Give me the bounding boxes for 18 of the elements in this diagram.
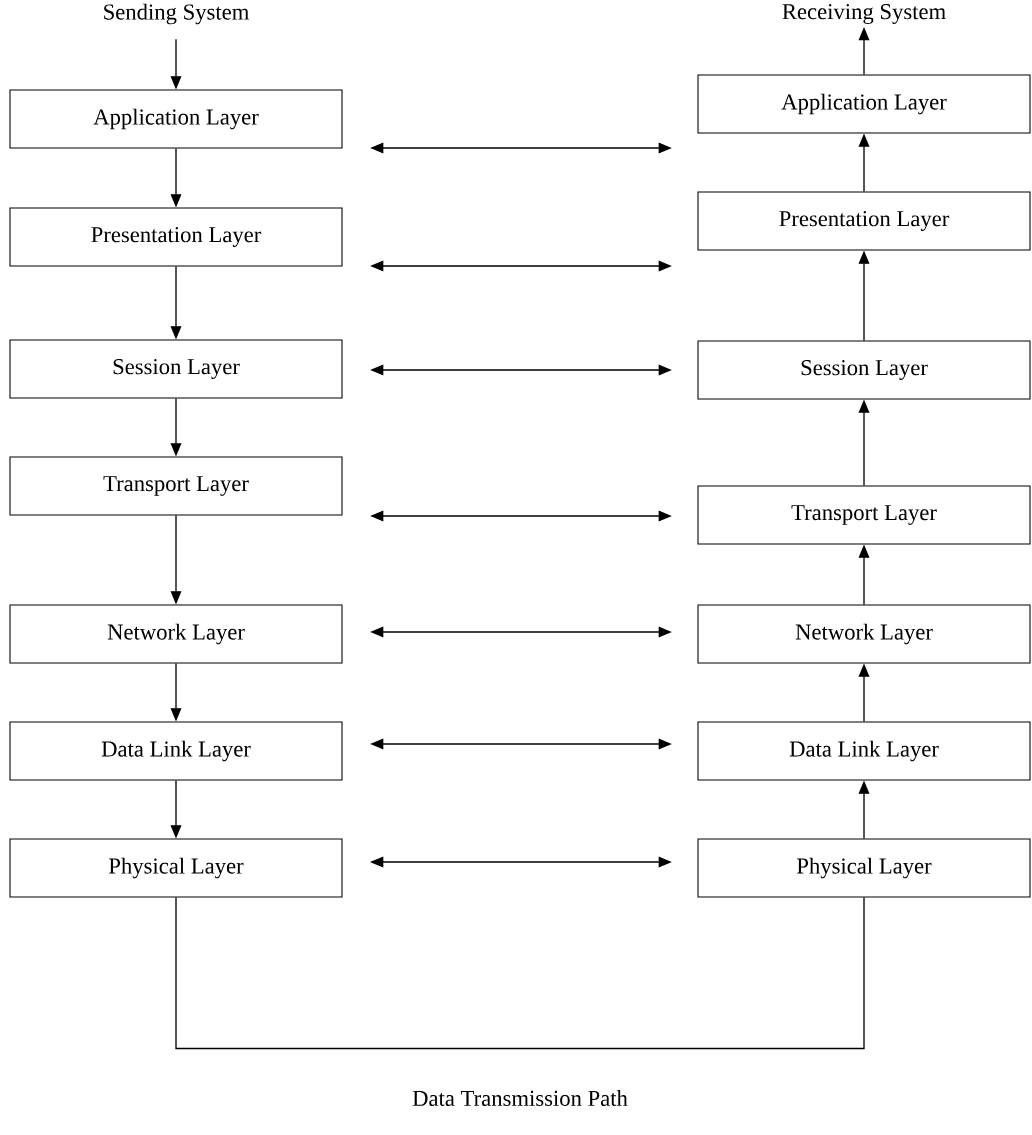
layer-box: Physical Layer	[9, 838, 343, 898]
system-label: Receiving System	[782, 4, 946, 24]
layer-box: Network Layer	[697, 604, 1031, 664]
edge-label: Data Transmission Path	[409, 1087, 631, 1109]
layer-box: Network Layer	[9, 604, 343, 664]
system-label: Sending System	[104, 3, 249, 25]
layer-box: Physical Layer	[697, 838, 1031, 898]
layer-box: Presentation Layer	[9, 207, 343, 267]
layer-box: Application Layer	[697, 74, 1031, 134]
layer-box: Session Layer	[697, 340, 1031, 400]
layer-box: Data Link Layer	[9, 721, 343, 781]
layer-box: Transport Layer	[697, 485, 1031, 545]
layer-box: Transport Layer	[9, 456, 343, 516]
layer-box: Data Link Layer	[697, 721, 1031, 781]
layer-box: Presentation Layer	[697, 191, 1031, 251]
layer-box: Application Layer	[9, 89, 343, 149]
layer-box: Session Layer	[9, 339, 343, 399]
connector-line	[175, 896, 865, 1050]
